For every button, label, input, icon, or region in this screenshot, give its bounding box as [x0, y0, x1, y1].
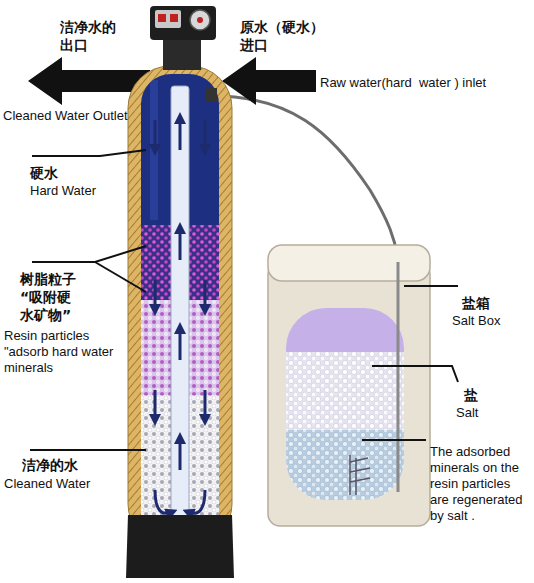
svg-path — [372, 366, 458, 382]
svg-line — [397, 262, 400, 492]
svg-g — [286, 308, 404, 500]
svg-path — [350, 478, 370, 482]
svg-path — [204, 120, 207, 150]
brine-hose — [212, 96, 398, 262]
chinese-label: 洁净的水 — [22, 456, 78, 474]
salt-box — [268, 245, 430, 526]
chinese-label: 洁净水的出口 — [60, 18, 122, 54]
svg-rect — [268, 245, 430, 281]
svg-rect — [163, 40, 201, 70]
svg-rect — [155, 10, 181, 28]
svg-path — [32, 150, 146, 156]
inlet-arrow — [222, 57, 316, 105]
svg-rect — [170, 14, 178, 22]
note-text: The adsorbed minerals on the resin parti… — [430, 444, 530, 524]
leader-lines — [30, 150, 458, 450]
svg-path — [350, 458, 368, 462]
svg-rect — [150, 6, 216, 40]
chinese-label: 原水（硬水）进口 — [240, 18, 332, 54]
svg-path — [179, 228, 182, 260]
svg-path — [204, 390, 207, 420]
control-valve — [150, 6, 217, 102]
english-label: Hard Water — [30, 183, 96, 199]
svg-path — [154, 120, 157, 150]
svg-rect — [150, 80, 158, 220]
chinese-label: 盐 — [464, 386, 478, 404]
chinese-label: 硬水 — [30, 164, 58, 182]
svg-path — [179, 118, 182, 150]
svg-path — [154, 280, 157, 310]
svg-rect — [286, 308, 404, 352]
svg-circle — [197, 17, 203, 23]
svg-path — [404, 285, 458, 287]
svg-path — [179, 438, 182, 470]
svg-circle — [190, 10, 210, 30]
svg-path — [30, 449, 146, 451]
svg-path — [204, 280, 207, 310]
svg-rect — [268, 262, 430, 526]
svg-path — [95, 262, 146, 292]
english-label: Salt Box — [452, 313, 500, 329]
english-label: Cleaned Water — [4, 476, 90, 492]
svg-rect — [205, 88, 217, 102]
svg-rect — [286, 308, 404, 500]
english-label: Cleaned Water Outlet — [3, 108, 128, 124]
tank-base — [126, 515, 234, 578]
english-label: Raw water(hard water ) inlet — [320, 75, 486, 91]
svg-path — [179, 328, 182, 360]
svg-rect — [158, 14, 166, 22]
svg-path — [362, 439, 426, 441]
resin-tank — [128, 66, 232, 546]
english-label: Salt — [456, 405, 478, 421]
flow-arrows — [155, 118, 205, 513]
svg-rect — [128, 66, 232, 546]
svg-path — [350, 468, 370, 472]
svg-path — [349, 455, 351, 495]
english-label: Resin particles "adsorb hard water miner… — [4, 328, 134, 376]
svg-rect — [171, 86, 189, 526]
chinese-label: 树脂粒子 “吸附硬 水矿物” — [20, 270, 92, 324]
svg-path — [155, 490, 172, 513]
svg-path — [154, 390, 157, 420]
svg-g — [141, 74, 219, 544]
svg-path — [188, 490, 205, 513]
svg-path — [355, 458, 357, 495]
chinese-label: 盐箱 — [462, 294, 490, 312]
svg-g — [350, 455, 370, 495]
svg-path — [32, 246, 146, 262]
